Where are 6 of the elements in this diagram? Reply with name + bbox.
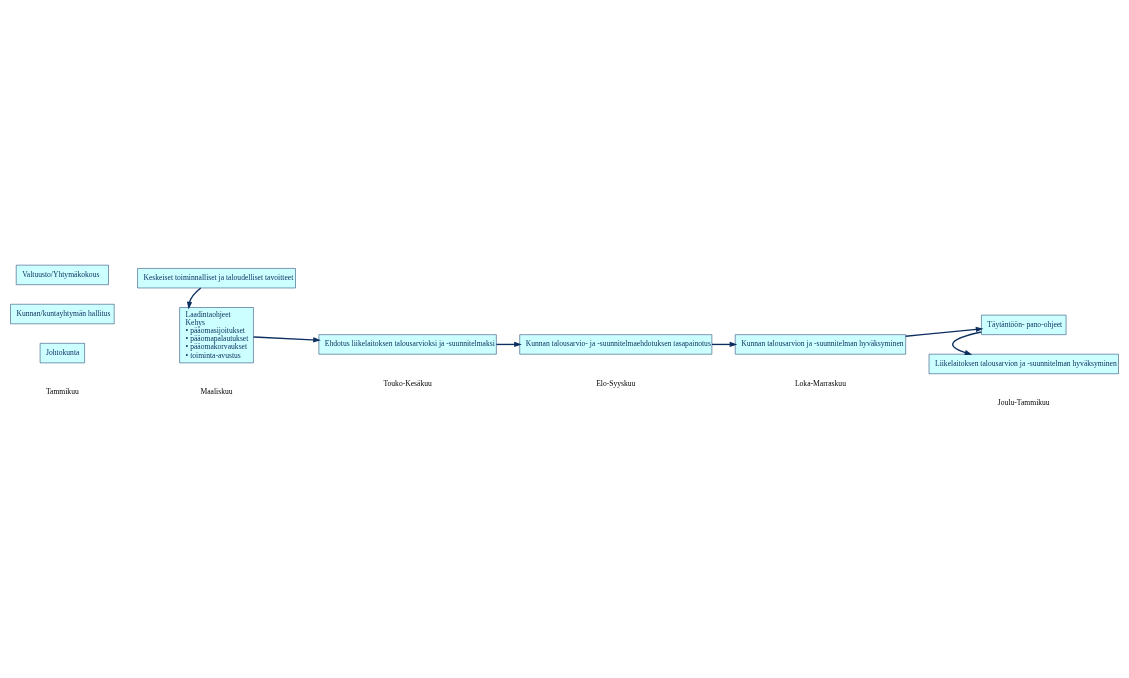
label: Loka-Marraskuu: [794, 378, 846, 388]
label: Maaliskuu: [200, 387, 233, 397]
label: Elo-Syyskuu: [596, 378, 636, 388]
label: Touko-Kesäkuu: [383, 378, 432, 388]
label: Joulu-Tammikuu: [997, 398, 1050, 408]
label: Tammikuu: [45, 387, 79, 397]
